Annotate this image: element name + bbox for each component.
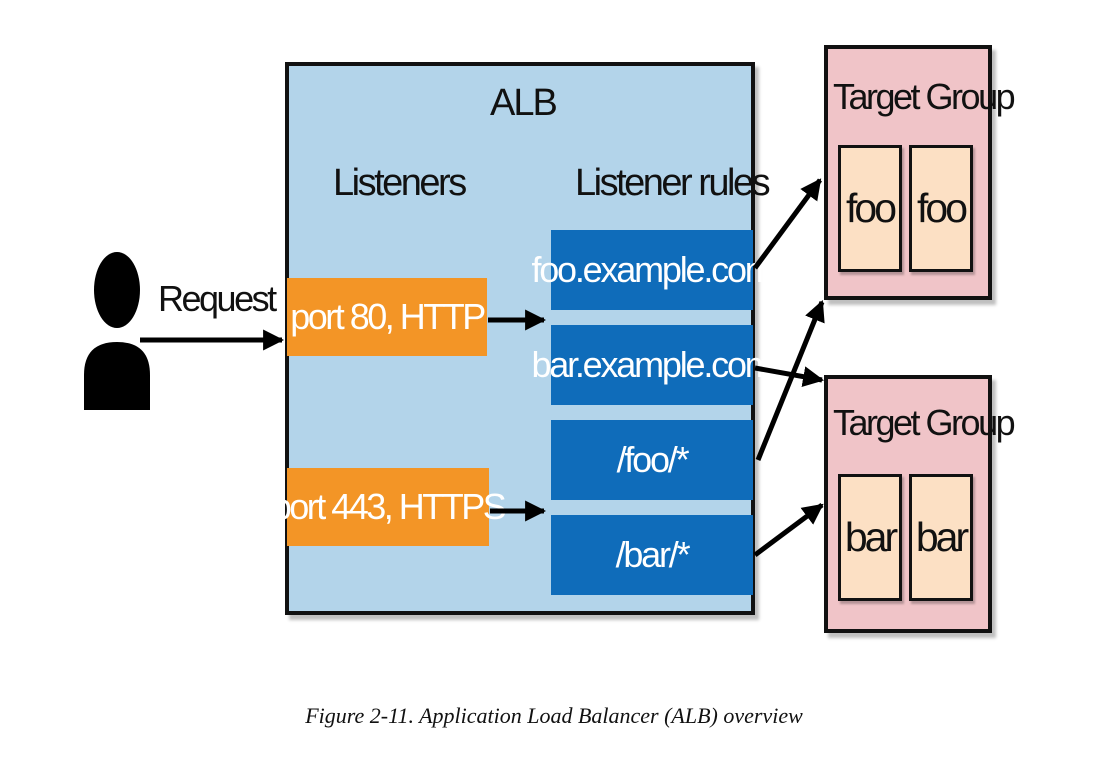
request-label: Request xyxy=(158,278,277,319)
target-foo-1: foo xyxy=(838,145,902,272)
rule-foo-example-com: foo.example.com xyxy=(531,230,775,310)
rule-bar-example-com: bar.example.com xyxy=(531,325,775,405)
listener-port-80: port 80, HTTP xyxy=(287,278,487,356)
arrow-bar-path-to-tg-bar xyxy=(753,502,824,558)
target-bar-1: bar xyxy=(838,474,902,601)
target-group-foo-title: Target Group xyxy=(833,76,1016,117)
rule-bar-path: /bar/* xyxy=(551,515,753,595)
rule-foo-path: /foo/* xyxy=(551,420,753,500)
listener-port-443: port 443, HTTPS xyxy=(272,468,507,546)
target-bar-2: bar xyxy=(909,474,973,601)
figure-caption: Figure 2-11. Application Load Balancer (… xyxy=(305,703,803,728)
target-foo-2: foo xyxy=(909,145,973,272)
alb-title: ALB xyxy=(490,82,558,124)
listener-rules-heading: Listener rules xyxy=(575,162,771,204)
listeners-heading: Listeners xyxy=(333,162,467,204)
user-icon xyxy=(84,252,150,410)
target-group-bar-title: Target Group xyxy=(833,402,1016,443)
